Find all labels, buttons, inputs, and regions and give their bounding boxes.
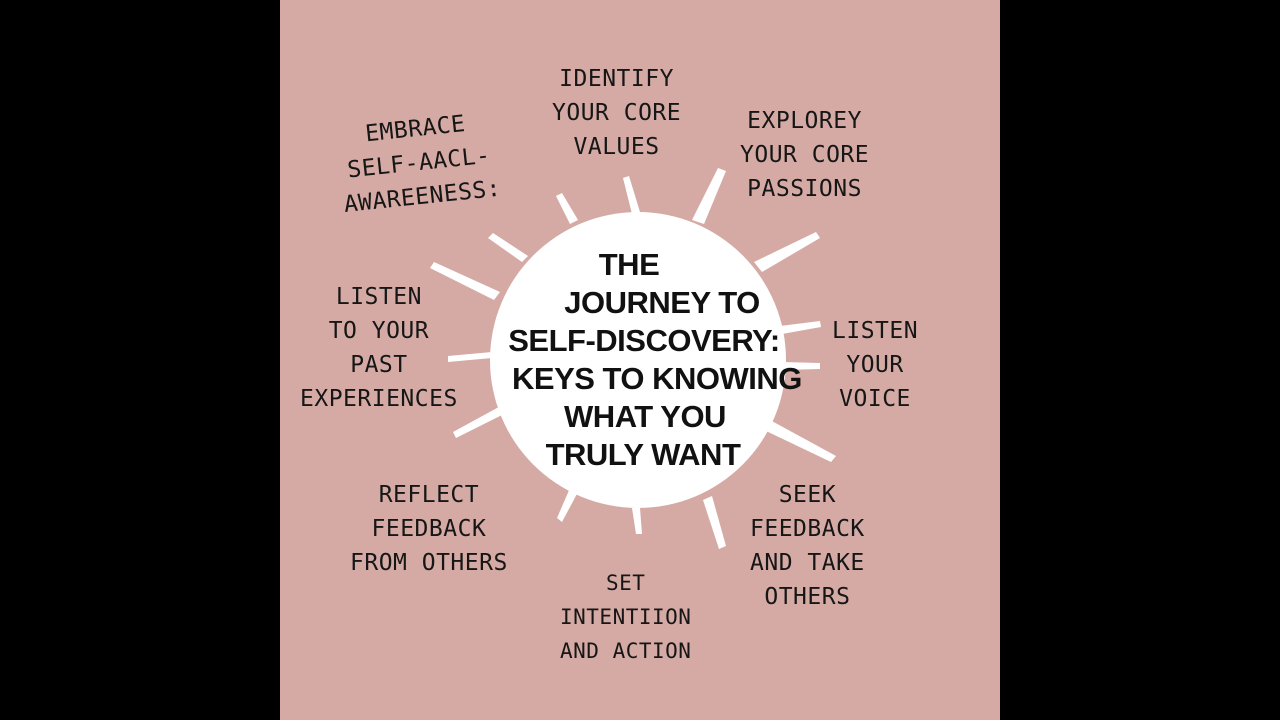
ray [448, 352, 492, 362]
key-line: FROM OTHERS [350, 550, 508, 576]
key-listen-voice: LISTEN YOUR VOICE [832, 314, 918, 416]
title-line: WHAT YOU [564, 399, 726, 434]
ray [557, 488, 578, 522]
ray [754, 232, 820, 272]
ray [692, 168, 726, 224]
key-line: FEEDBACK [750, 516, 865, 542]
title-line: SELF-DISCOVERY: [508, 323, 780, 358]
key-line: YOUR CORE [740, 142, 870, 168]
ray [556, 193, 578, 224]
key-line: LISTEN [832, 318, 919, 344]
ray [632, 508, 642, 534]
key-embrace-awareness: EMBRACE SELF-AACL- AWAREENESS: [335, 104, 503, 222]
key-line: SET [606, 571, 646, 595]
key-line: VALUES [573, 134, 660, 160]
key-line: LISTEN [335, 284, 422, 310]
ray [782, 362, 820, 370]
key-line: EXPLOREY [747, 108, 862, 134]
title-line: TRULY WANT [545, 437, 741, 472]
key-line: OTHERS [764, 584, 851, 610]
key-line: FEEDBACK [371, 516, 487, 542]
ray [703, 496, 726, 549]
key-line: YOUR [846, 352, 904, 378]
key-line: PAST [350, 352, 408, 378]
title-line: THE [598, 247, 660, 282]
key-identify-values: IDENTIFY YOUR CORE VALUES [552, 62, 681, 164]
key-listen-past-experiences: LISTEN TO YOUR PAST EXPERIENCES [300, 280, 458, 416]
key-line: EXPERIENCES [300, 386, 458, 412]
key-line: SEEK [778, 482, 837, 508]
title-line: JOURNEY TO [564, 285, 760, 320]
key-seek-feedback: SEEK FEEDBACK AND TAKE OTHERS [750, 478, 865, 614]
ray [430, 262, 500, 300]
key-line: IDENTIFY [559, 66, 674, 92]
ray [764, 420, 836, 462]
key-line: INTENTIION [560, 605, 692, 629]
key-explore-passions: EXPLOREY YOUR CORE PASSIONS [740, 104, 869, 206]
ray [780, 321, 821, 334]
ray [623, 176, 640, 214]
key-reflect-feedback: REFLECT FEEDBACK FROM OTHERS [350, 478, 508, 580]
ray [453, 402, 512, 438]
diagram-canvas: THE JOURNEY TO SELF-DISCOVERY: KEYS TO K… [280, 0, 1000, 720]
center-circle [490, 212, 786, 508]
key-line: VOICE [839, 386, 911, 412]
sunburst-rays [430, 168, 836, 549]
diagram-title: THE JOURNEY TO SELF-DISCOVERY: KEYS TO K… [492, 246, 802, 474]
title-line: KEYS TO KNOWING [512, 361, 802, 396]
key-line: YOUR CORE [552, 100, 682, 126]
key-line: REFLECT [378, 482, 480, 508]
key-line: AND TAKE [750, 550, 865, 576]
key-line: AND ACTION [560, 639, 692, 663]
key-line: PASSIONS [747, 176, 862, 202]
ray [488, 233, 528, 262]
key-line: TO YOUR [328, 318, 430, 344]
key-set-intention: SET INTENTIION AND ACTION [560, 566, 691, 668]
